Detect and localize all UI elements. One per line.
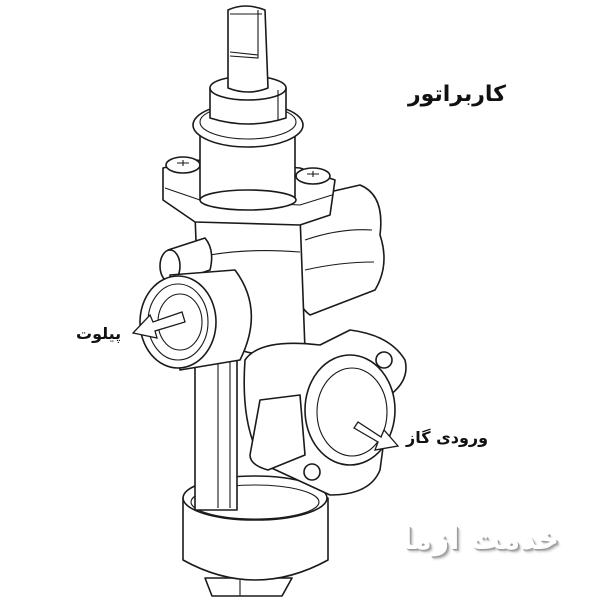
gas-inlet-label: ورودی گاز <box>406 428 489 447</box>
pilot-label: پیلوت <box>76 324 122 343</box>
title-label: کاربراتور <box>408 82 506 107</box>
gas-inlet-arrow <box>353 421 400 451</box>
spindle-shaft <box>227 5 269 93</box>
pilot-port <box>139 269 253 371</box>
bottom-nut <box>204 577 293 597</box>
body-column <box>194 339 238 511</box>
watermark: خدمت ازما <box>402 522 560 557</box>
pilot-arrow <box>131 311 186 339</box>
gas-inlet-flange <box>243 329 407 496</box>
